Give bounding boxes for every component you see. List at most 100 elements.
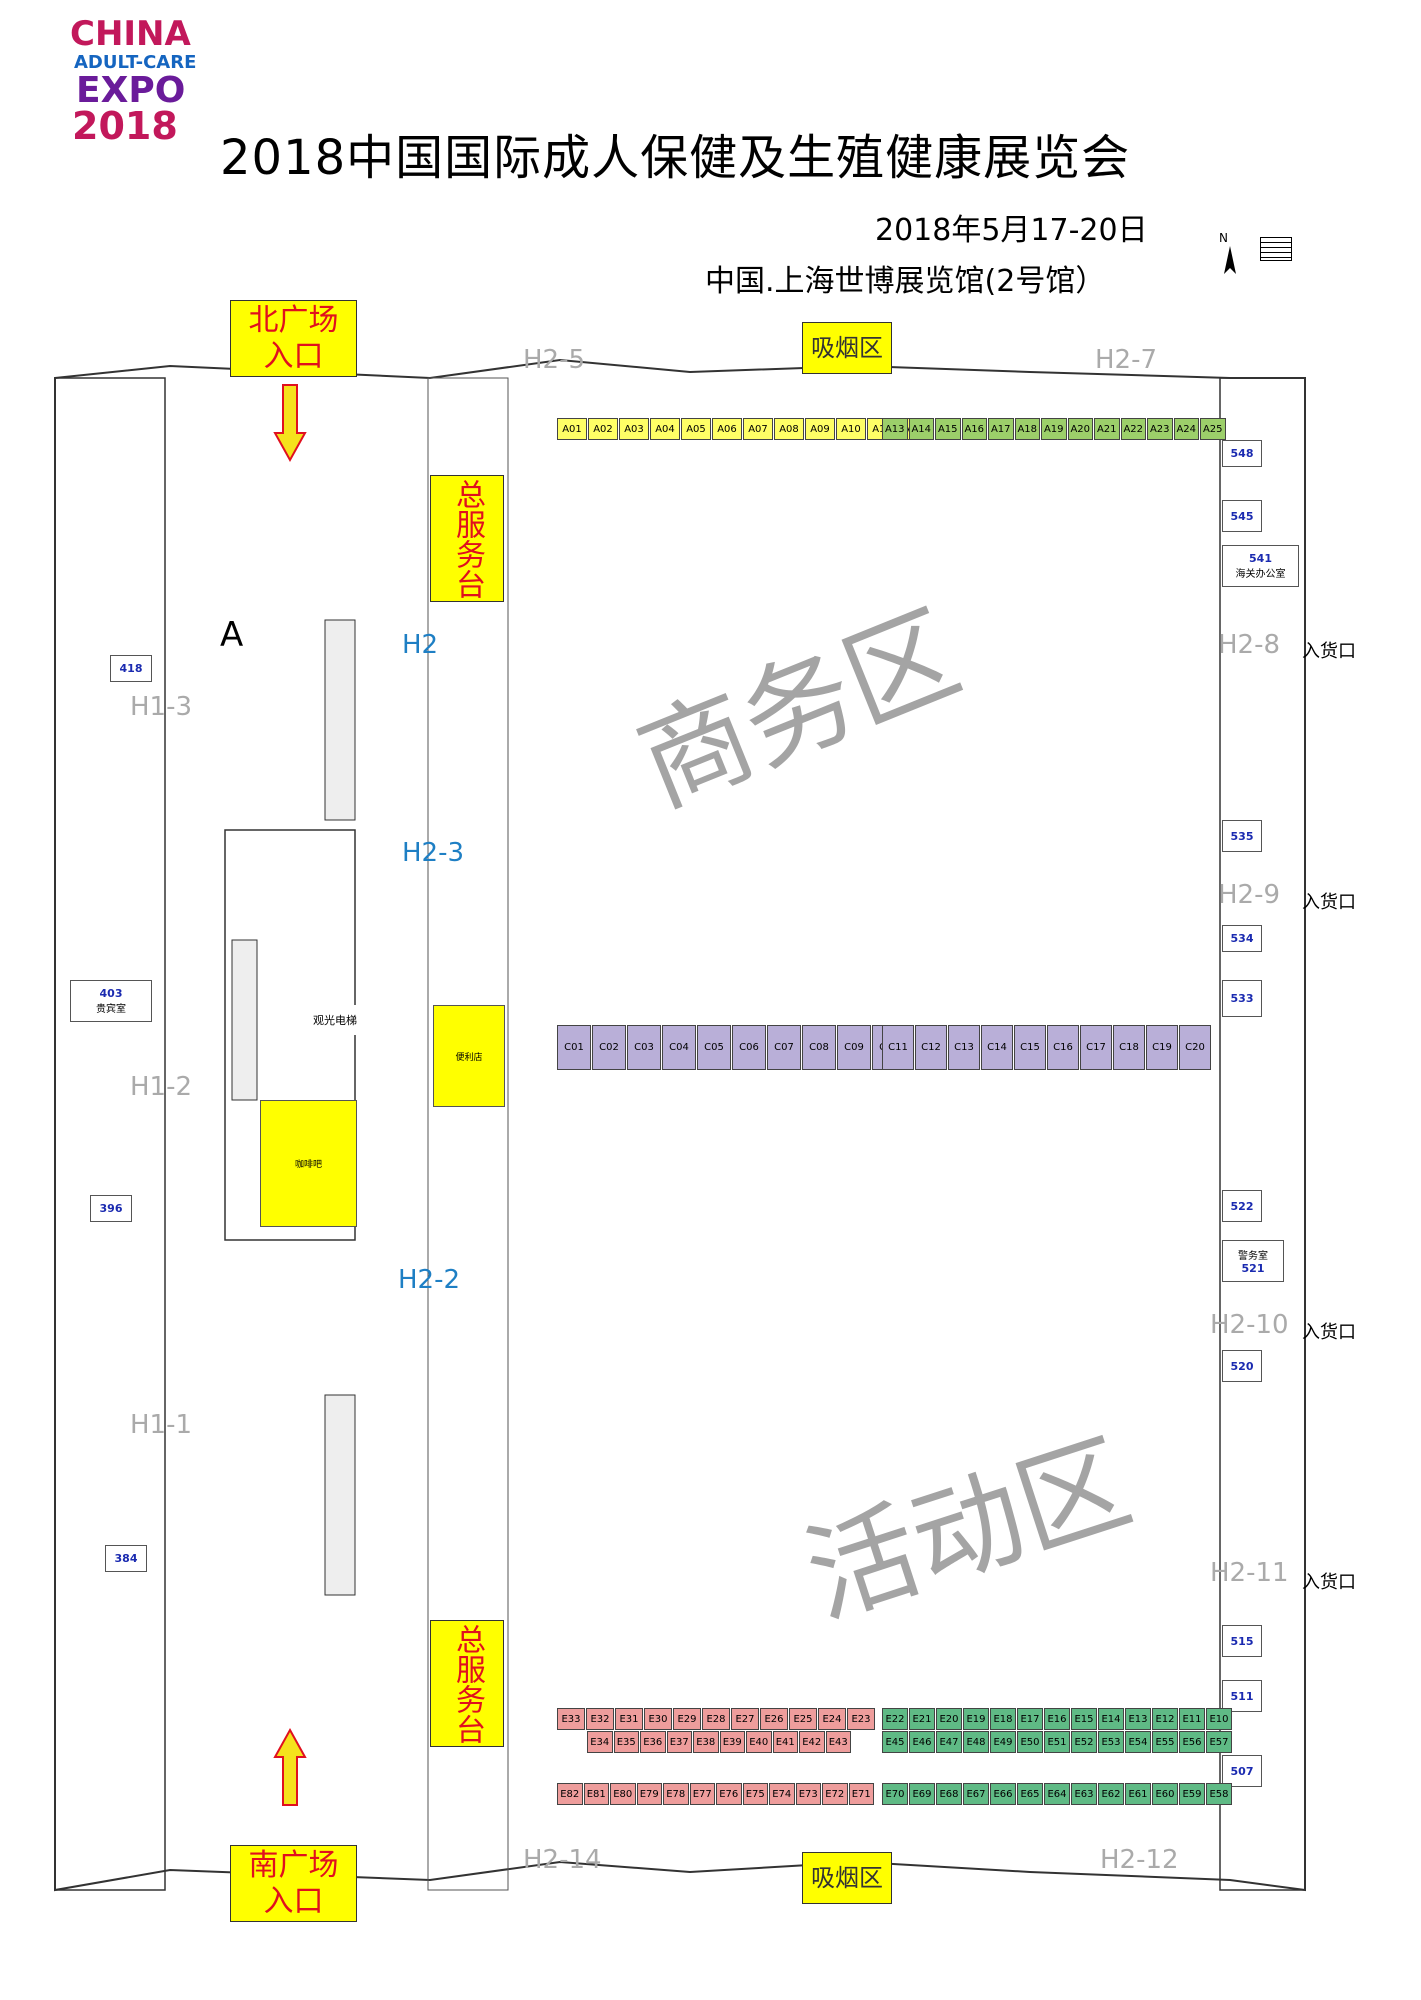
booth-a16[interactable]: A16 bbox=[961, 418, 987, 440]
booth-e62[interactable]: E62 bbox=[1098, 1783, 1124, 1805]
booth-a22[interactable]: A22 bbox=[1120, 418, 1146, 440]
booth-e24[interactable]: E24 bbox=[818, 1708, 846, 1730]
booth-e13[interactable]: E13 bbox=[1125, 1708, 1151, 1730]
booth-c06[interactable]: C06 bbox=[732, 1025, 766, 1070]
booth-e23[interactable]: E23 bbox=[847, 1708, 875, 1730]
booth-c03[interactable]: C03 bbox=[627, 1025, 661, 1070]
booth-e66[interactable]: E66 bbox=[990, 1783, 1016, 1805]
booth-a07[interactable]: A07 bbox=[743, 418, 773, 440]
booth-a10[interactable]: A10 bbox=[836, 418, 866, 440]
booth-a03[interactable]: A03 bbox=[619, 418, 649, 440]
booth-c17[interactable]: C17 bbox=[1080, 1025, 1112, 1070]
booth-e18[interactable]: E18 bbox=[990, 1708, 1016, 1730]
booth-a19[interactable]: A19 bbox=[1041, 418, 1067, 440]
booth-a18[interactable]: A18 bbox=[1014, 418, 1040, 440]
booth-e14[interactable]: E14 bbox=[1098, 1708, 1124, 1730]
booth-e36[interactable]: E36 bbox=[640, 1731, 666, 1753]
booth-c20[interactable]: C20 bbox=[1179, 1025, 1211, 1070]
booth-c08[interactable]: C08 bbox=[802, 1025, 836, 1070]
booth-e39[interactable]: E39 bbox=[719, 1731, 745, 1753]
booth-e79[interactable]: E79 bbox=[636, 1783, 662, 1805]
booth-e68[interactable]: E68 bbox=[936, 1783, 962, 1805]
booth-e41[interactable]: E41 bbox=[772, 1731, 798, 1753]
booth-e42[interactable]: E42 bbox=[799, 1731, 825, 1753]
booth-a15[interactable]: A15 bbox=[935, 418, 961, 440]
booth-e60[interactable]: E60 bbox=[1152, 1783, 1178, 1805]
booth-c02[interactable]: C02 bbox=[592, 1025, 626, 1070]
booth-e26[interactable]: E26 bbox=[760, 1708, 788, 1730]
booth-e58[interactable]: E58 bbox=[1206, 1783, 1232, 1805]
booth-c01[interactable]: C01 bbox=[557, 1025, 591, 1070]
booth-a01[interactable]: A01 bbox=[557, 418, 587, 440]
booth-e10[interactable]: E10 bbox=[1206, 1708, 1232, 1730]
booth-e33[interactable]: E33 bbox=[557, 1708, 585, 1730]
booth-a02[interactable]: A02 bbox=[588, 418, 618, 440]
booth-c12[interactable]: C12 bbox=[915, 1025, 947, 1070]
booth-e74[interactable]: E74 bbox=[769, 1783, 795, 1805]
booth-a25[interactable]: A25 bbox=[1200, 418, 1226, 440]
booth-e48[interactable]: E48 bbox=[963, 1731, 989, 1753]
booth-e35[interactable]: E35 bbox=[613, 1731, 639, 1753]
booth-e29[interactable]: E29 bbox=[673, 1708, 701, 1730]
booth-e73[interactable]: E73 bbox=[795, 1783, 821, 1805]
booth-e12[interactable]: E12 bbox=[1152, 1708, 1178, 1730]
booth-a23[interactable]: A23 bbox=[1147, 418, 1173, 440]
booth-e15[interactable]: E15 bbox=[1071, 1708, 1097, 1730]
booth-e45[interactable]: E45 bbox=[882, 1731, 908, 1753]
booth-e43[interactable]: E43 bbox=[825, 1731, 851, 1753]
booth-e20[interactable]: E20 bbox=[936, 1708, 962, 1730]
booth-c04[interactable]: C04 bbox=[662, 1025, 696, 1070]
booth-c11[interactable]: C11 bbox=[882, 1025, 914, 1070]
booth-a14[interactable]: A14 bbox=[908, 418, 934, 440]
booth-e75[interactable]: E75 bbox=[742, 1783, 768, 1805]
booth-e54[interactable]: E54 bbox=[1125, 1731, 1151, 1753]
booth-c16[interactable]: C16 bbox=[1047, 1025, 1079, 1070]
booth-c07[interactable]: C07 bbox=[767, 1025, 801, 1070]
booth-e16[interactable]: E16 bbox=[1044, 1708, 1070, 1730]
booth-e22[interactable]: E22 bbox=[882, 1708, 908, 1730]
booth-e56[interactable]: E56 bbox=[1179, 1731, 1205, 1753]
booth-c05[interactable]: C05 bbox=[697, 1025, 731, 1070]
booth-e37[interactable]: E37 bbox=[666, 1731, 692, 1753]
booth-e47[interactable]: E47 bbox=[936, 1731, 962, 1753]
booth-a17[interactable]: A17 bbox=[988, 418, 1014, 440]
booth-e11[interactable]: E11 bbox=[1179, 1708, 1205, 1730]
booth-e21[interactable]: E21 bbox=[909, 1708, 935, 1730]
booth-e51[interactable]: E51 bbox=[1044, 1731, 1070, 1753]
booth-e57[interactable]: E57 bbox=[1206, 1731, 1232, 1753]
booth-e55[interactable]: E55 bbox=[1152, 1731, 1178, 1753]
booth-c19[interactable]: C19 bbox=[1146, 1025, 1178, 1070]
booth-e80[interactable]: E80 bbox=[610, 1783, 636, 1805]
booth-e76[interactable]: E76 bbox=[716, 1783, 742, 1805]
booth-e38[interactable]: E38 bbox=[693, 1731, 719, 1753]
booth-e27[interactable]: E27 bbox=[731, 1708, 759, 1730]
booth-e82[interactable]: E82 bbox=[557, 1783, 583, 1805]
booth-a21[interactable]: A21 bbox=[1094, 418, 1120, 440]
booth-e69[interactable]: E69 bbox=[909, 1783, 935, 1805]
booth-e50[interactable]: E50 bbox=[1017, 1731, 1043, 1753]
booth-e32[interactable]: E32 bbox=[586, 1708, 614, 1730]
booth-e31[interactable]: E31 bbox=[615, 1708, 643, 1730]
booth-e19[interactable]: E19 bbox=[963, 1708, 989, 1730]
booth-a09[interactable]: A09 bbox=[805, 418, 835, 440]
booth-e59[interactable]: E59 bbox=[1179, 1783, 1205, 1805]
booth-a06[interactable]: A06 bbox=[712, 418, 742, 440]
booth-e67[interactable]: E67 bbox=[963, 1783, 989, 1805]
booth-e77[interactable]: E77 bbox=[689, 1783, 715, 1805]
booth-c13[interactable]: C13 bbox=[948, 1025, 980, 1070]
booth-e81[interactable]: E81 bbox=[583, 1783, 609, 1805]
booth-e46[interactable]: E46 bbox=[909, 1731, 935, 1753]
booth-e30[interactable]: E30 bbox=[644, 1708, 672, 1730]
booth-a05[interactable]: A05 bbox=[681, 418, 711, 440]
booth-e34[interactable]: E34 bbox=[587, 1731, 613, 1753]
booth-a20[interactable]: A20 bbox=[1067, 418, 1093, 440]
booth-e63[interactable]: E63 bbox=[1071, 1783, 1097, 1805]
booth-c15[interactable]: C15 bbox=[1014, 1025, 1046, 1070]
booth-c18[interactable]: C18 bbox=[1113, 1025, 1145, 1070]
booth-a24[interactable]: A24 bbox=[1173, 418, 1199, 440]
booth-e72[interactable]: E72 bbox=[822, 1783, 848, 1805]
booth-a04[interactable]: A04 bbox=[650, 418, 680, 440]
booth-e65[interactable]: E65 bbox=[1017, 1783, 1043, 1805]
booth-a13[interactable]: A13 bbox=[882, 418, 908, 440]
booth-e28[interactable]: E28 bbox=[702, 1708, 730, 1730]
